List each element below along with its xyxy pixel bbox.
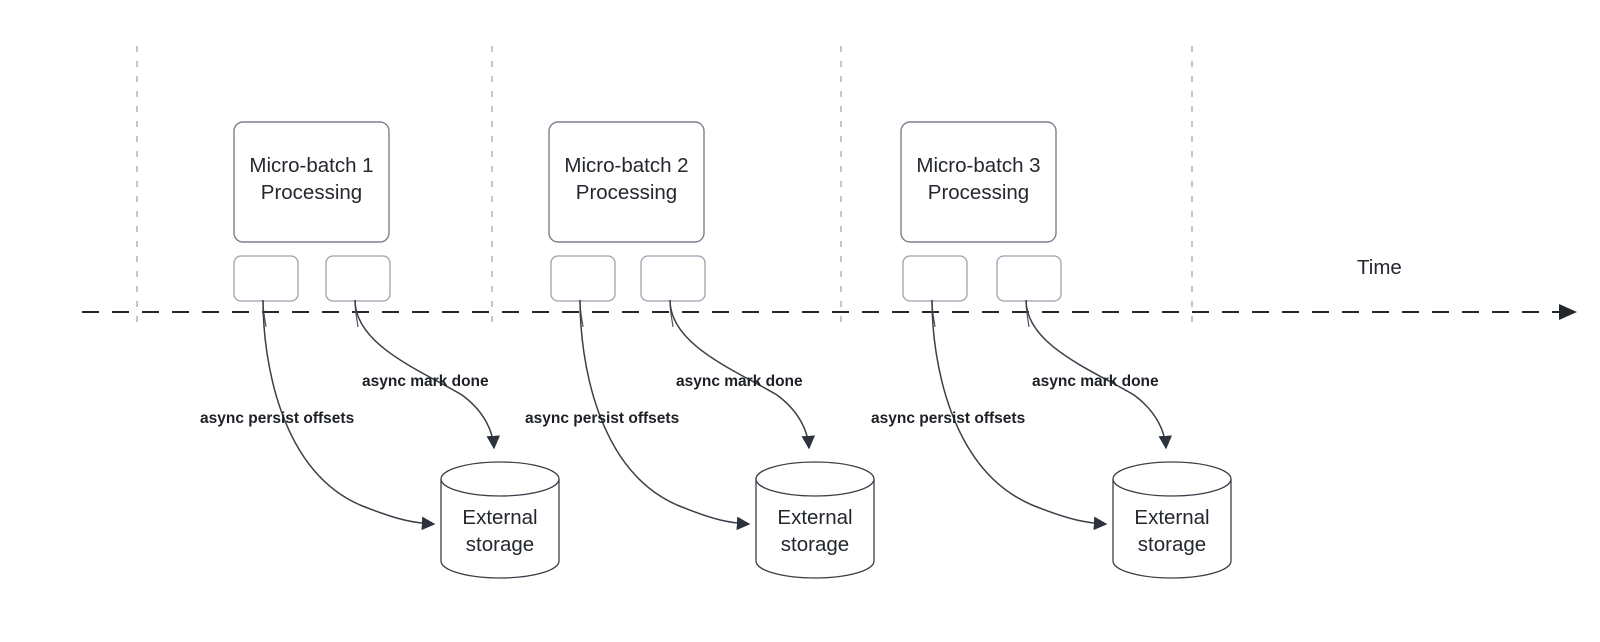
async-mark-done-edge-1 [354, 299, 500, 450]
timeline-arrowhead-icon [1559, 304, 1577, 320]
micro-batch-2-process[interactable] [548, 121, 705, 243]
micro-batch-3-process-line2: Processing [928, 181, 1029, 204]
external-storage-3-line2: storage [1138, 533, 1206, 556]
external-storage-1-line2: storage [466, 533, 534, 556]
external-storage-1-body[interactable] [440, 479, 560, 579]
async-persist-offsets-edge-1 [262, 299, 436, 531]
external-storage-2-line1: External [777, 506, 852, 529]
micro-batch-1-process[interactable] [233, 121, 390, 243]
external-storage-3-top [1112, 461, 1232, 497]
micro-batch-1-process-line2: Processing [261, 181, 362, 204]
batch-boundaries [136, 46, 1193, 322]
micro-batch-1-tick-b[interactable] [325, 255, 391, 302]
async-mark-done-edge-2 [669, 299, 815, 450]
async-persist-offsets-edge-2-label: async persist offsets [525, 410, 679, 427]
async-mark-done-edge-3 [1025, 299, 1172, 450]
external-storage-3-body[interactable] [1112, 479, 1232, 579]
micro-batch-3-tick-a[interactable] [902, 255, 968, 302]
async-mark-done-edge-2-label: async mark done [676, 373, 803, 390]
external-storage-3-line1: External [1134, 506, 1209, 529]
micro-batch-1-process-line1: Micro-batch 1 [249, 154, 373, 177]
async-persist-offsets-edge-3-label: async persist offsets [871, 410, 1025, 427]
micro-batch-1-tick-a[interactable] [233, 255, 299, 302]
micro-batch-3-tick-b[interactable] [996, 255, 1062, 302]
async-mark-done-edge-3-label: async mark done [1032, 373, 1159, 390]
micro-batch-2-tick-b[interactable] [640, 255, 706, 302]
external-storage-2-top [755, 461, 875, 497]
timeline-axis [82, 304, 1577, 320]
async-persist-offsets-edge-1-label: async persist offsets [200, 410, 354, 427]
micro-batch-3-process[interactable] [900, 121, 1057, 243]
micro-batch-2-process-line1: Micro-batch 2 [564, 154, 688, 177]
external-storage-1-top [440, 461, 560, 497]
micro-batch-3-process-line1: Micro-batch 3 [916, 154, 1040, 177]
micro-batch-2-process-line2: Processing [576, 181, 677, 204]
async-mark-done-edge-1-label: async mark done [362, 373, 489, 390]
micro-batch-2-tick-a[interactable] [550, 255, 616, 302]
external-storage-2-body[interactable] [755, 479, 875, 579]
external-storage-2-line2: storage [781, 533, 849, 556]
external-storage-1-line1: External [462, 506, 537, 529]
async-persist-offsets-edge-2 [579, 299, 751, 531]
time-axis-label: Time [1357, 256, 1402, 279]
async-persist-offsets-edge-3 [931, 299, 1108, 531]
